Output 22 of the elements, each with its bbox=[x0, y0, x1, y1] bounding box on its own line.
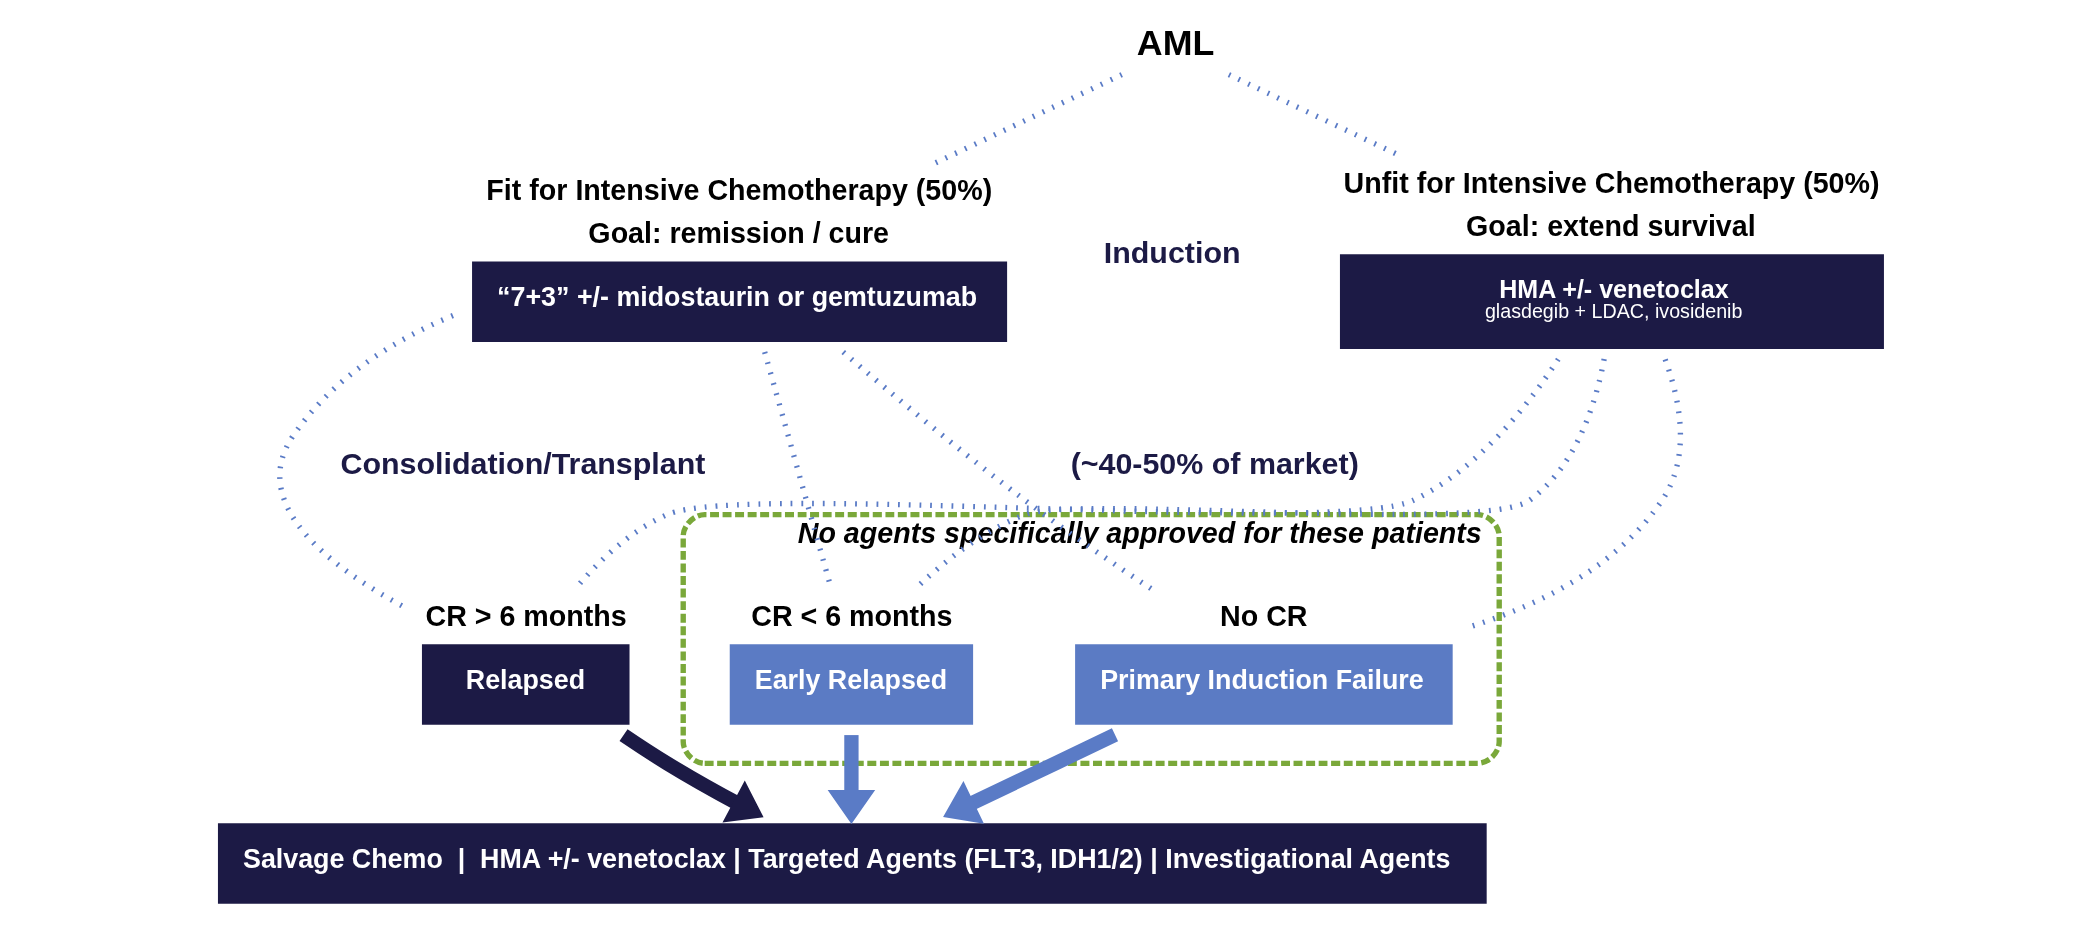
node-label: Goal: extend survival bbox=[1465, 209, 1756, 242]
connector bbox=[841, 350, 1154, 592]
arrow bbox=[619, 729, 764, 823]
node-label: No CR bbox=[1219, 600, 1308, 633]
arrow bbox=[942, 728, 1118, 824]
node-label: CR < 6 months bbox=[750, 600, 952, 633]
node-box: HMA +/- venetoclax glasdegib + LDAC, ivosidenib bbox=[1339, 254, 1884, 350]
arrow bbox=[827, 735, 875, 824]
connector bbox=[277, 313, 454, 609]
node-box: “7+3” +/- midostaurin or gemtuzumab bbox=[471, 261, 1007, 342]
label: (~40-50% of market) bbox=[1070, 445, 1359, 480]
node-label: Unfit for Intensive Chemotherapy (50%) bbox=[1343, 167, 1880, 200]
label: Consolidation/Transplant bbox=[340, 445, 705, 480]
label: Induction bbox=[1103, 235, 1241, 270]
node-box: Early Relapsed bbox=[729, 644, 973, 725]
node-label: Fit for Intensive Chemotherapy (50%) bbox=[485, 174, 992, 207]
node-box: Primary Induction Failure bbox=[1074, 644, 1453, 725]
node-label: Goal: remission / cure bbox=[587, 217, 889, 250]
node-box: Relapsed bbox=[421, 644, 630, 725]
node-text: AML bbox=[1136, 22, 1214, 63]
node-label: CR > 6 months bbox=[425, 600, 627, 633]
node-box: Salvage Chemo | HMA +/- venetoclax | Targeted Agents (FLT3, IDH1/2) | Investigational Agents bbox=[217, 823, 1487, 904]
